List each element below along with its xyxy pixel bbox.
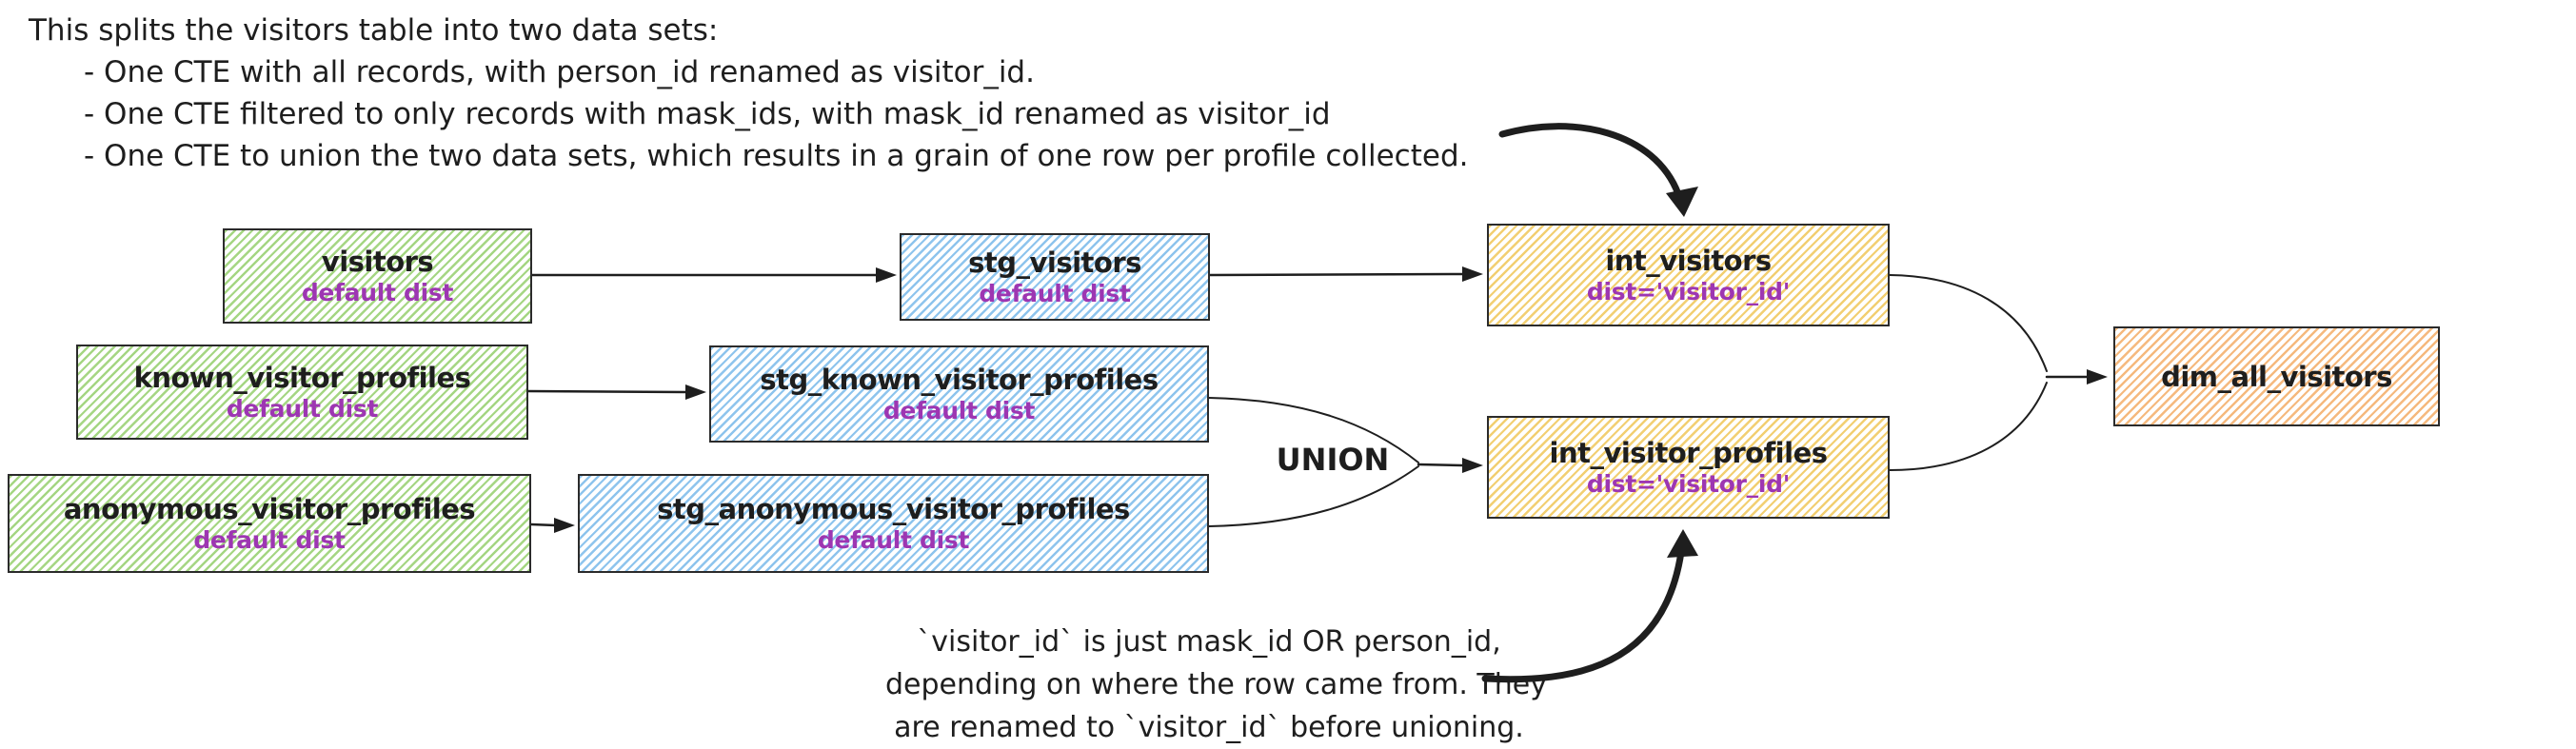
top-note-bullets: - One CTE with all records, with person_… bbox=[84, 51, 1468, 177]
node-stg-known-visitor-profiles: stg_known_visitor_profiles default dist bbox=[709, 345, 1209, 443]
top-note-bullet: - One CTE to union the two data sets, wh… bbox=[84, 139, 1469, 173]
node-title: visitors bbox=[321, 246, 434, 278]
connector-stg-known-to-union bbox=[1208, 397, 1419, 463]
bottom-note-line: are renamed to `visitor_id` before union… bbox=[894, 711, 1524, 744]
connector-stg-anonymous-to-union bbox=[1208, 465, 1419, 527]
node-stg-visitors: stg_visitors default dist bbox=[900, 233, 1210, 321]
node-subtitle: dist='visitor_id' bbox=[1586, 278, 1791, 306]
annotation-arrowhead-top bbox=[1666, 187, 1698, 217]
node-known-visitor-profiles: known_visitor_profiles default dist bbox=[76, 345, 528, 440]
node-title: stg_known_visitor_profiles bbox=[760, 364, 1159, 396]
node-subtitle: default dist bbox=[882, 397, 1036, 424]
node-int-visitor-profiles: int_visitor_profiles dist='visitor_id' bbox=[1487, 416, 1890, 519]
arrow-union-to-int-visitor-profiles bbox=[1417, 463, 1464, 467]
node-title: dim_all_visitors bbox=[2161, 360, 2392, 393]
node-title: known_visitor_profiles bbox=[133, 362, 471, 394]
node-visitors: visitors default dist bbox=[223, 228, 532, 324]
node-int-visitors: int_visitors dist='visitor_id' bbox=[1487, 224, 1890, 326]
node-subtitle: dist='visitor_id' bbox=[1586, 470, 1791, 498]
node-subtitle: default dist bbox=[979, 280, 1131, 307]
arrowhead-int-visitors bbox=[1462, 266, 1483, 282]
node-stg-anonymous-visitor-profiles: stg_anonymous_visitor_profiles default d… bbox=[578, 474, 1209, 573]
node-subtitle: default dist bbox=[193, 526, 346, 554]
bottom-note-line: `visitor_id` is just mask_id OR person_i… bbox=[917, 625, 1501, 659]
top-note-bullet: - One CTE with all records, with person_… bbox=[84, 55, 1035, 89]
node-title: anonymous_visitor_profiles bbox=[63, 493, 476, 525]
node-title: stg_visitors bbox=[968, 246, 1141, 279]
union-label: UNION bbox=[1276, 442, 1390, 478]
annotation-arrow-top bbox=[1498, 123, 1682, 198]
node-title: int_visitors bbox=[1605, 245, 1772, 277]
top-note-intro: This splits the visitors table into two … bbox=[29, 13, 719, 48]
arrow-stg-visitors-to-int-visitors bbox=[1208, 272, 1464, 277]
node-title: int_visitor_profiles bbox=[1549, 437, 1829, 469]
arrow-known-to-stg-known bbox=[526, 389, 687, 394]
arrow-anonymous-to-stg-anonymous bbox=[529, 522, 558, 527]
node-dim-all-visitors: dim_all_visitors bbox=[2113, 326, 2440, 426]
node-subtitle: default dist bbox=[817, 526, 970, 554]
top-note-bullet: - One CTE filtered to only records with … bbox=[84, 97, 1331, 131]
arrowhead-stg-anonymous bbox=[554, 518, 575, 533]
connector-int-visitors-to-merge bbox=[1889, 274, 2048, 372]
arrowhead-int-visitor-profiles bbox=[1462, 458, 1483, 473]
node-anonymous-visitor-profiles: anonymous_visitor_profiles default dist bbox=[8, 474, 531, 573]
bottom-note-line: depending on where the row came from. Th… bbox=[885, 668, 1547, 701]
node-title: stg_anonymous_visitor_profiles bbox=[657, 493, 1130, 525]
annotation-arrow-bottom bbox=[1481, 548, 1685, 683]
arrowhead-stg-known bbox=[685, 384, 706, 400]
node-subtitle: default dist bbox=[226, 395, 379, 423]
arrowhead-dim-all-visitors bbox=[2087, 369, 2108, 384]
arrowhead-stg-visitors bbox=[876, 267, 897, 283]
connector-int-visitor-profiles-to-merge bbox=[1889, 382, 2048, 471]
bottom-note: `visitor_id` is just mask_id OR person_i… bbox=[885, 621, 1547, 749]
node-subtitle: default dist bbox=[301, 279, 454, 306]
annotation-arrowhead-bottom bbox=[1667, 529, 1698, 558]
